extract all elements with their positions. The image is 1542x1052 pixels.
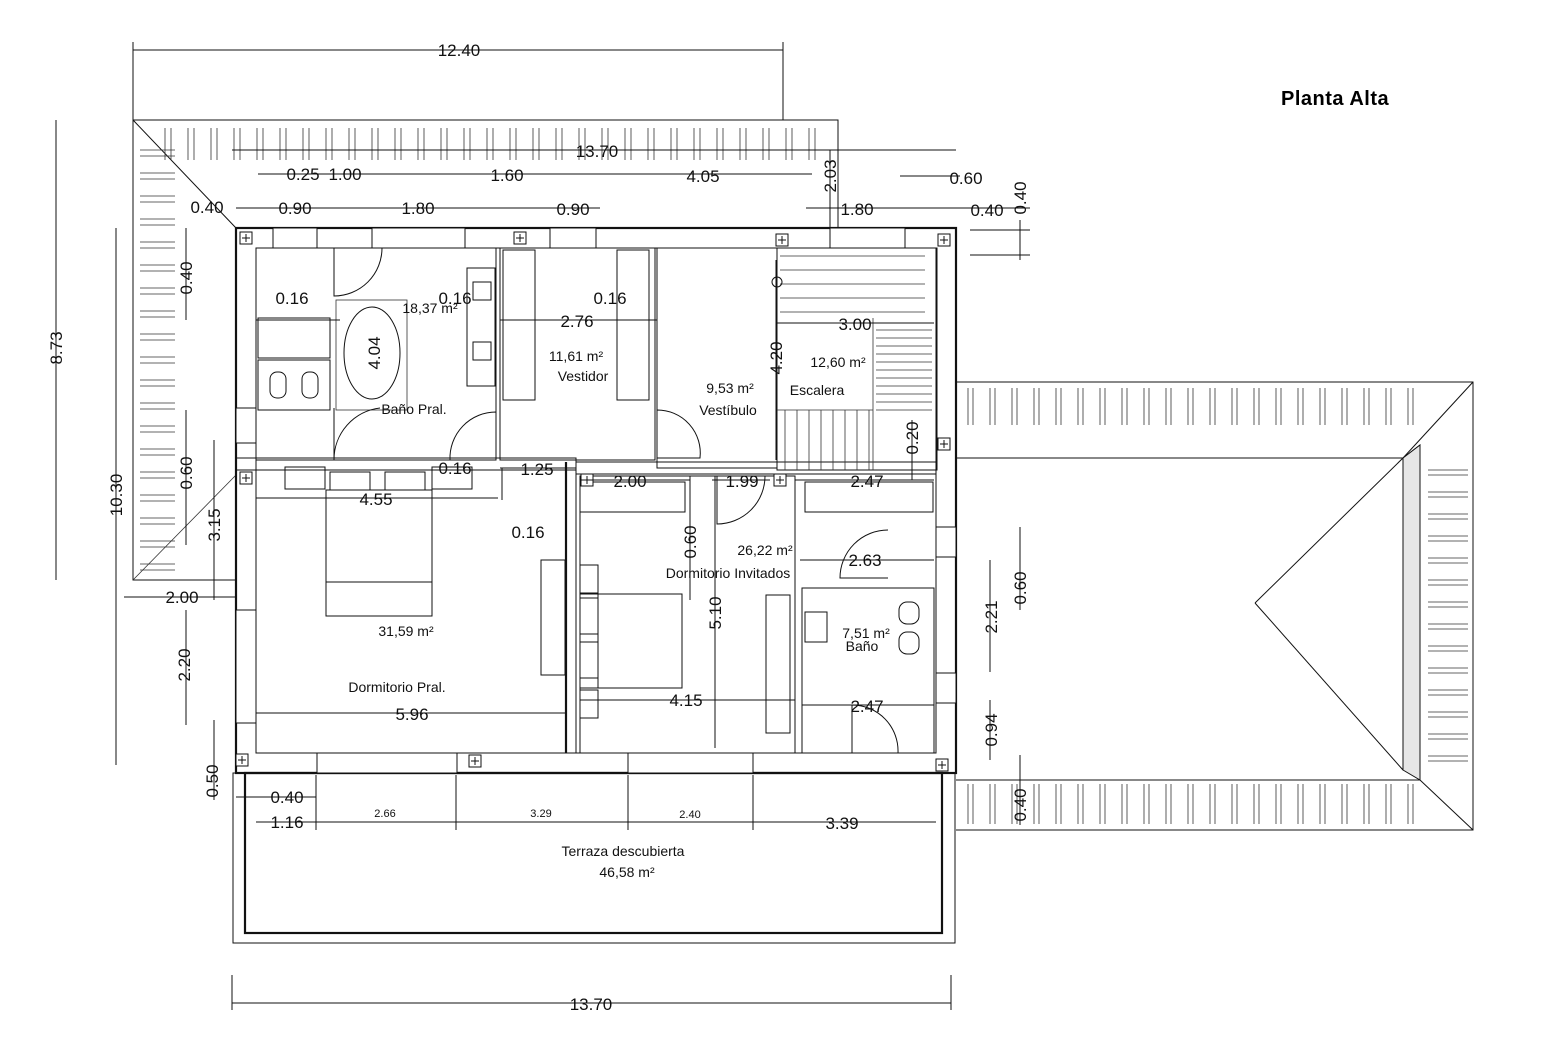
dim-3-15: 3.15 — [205, 508, 224, 541]
dim-0-40-left: 0.40 — [177, 261, 196, 294]
dim-2-00-a: 2.00 — [613, 472, 646, 491]
dim-3-39: 3.39 — [825, 814, 858, 833]
dim-1-60: 1.60 — [490, 166, 523, 185]
dim-4-05: 4.05 — [686, 167, 719, 186]
dim-3-00: 3.00 — [838, 315, 871, 334]
dimension-lines — [55, 42, 1030, 1010]
room-area-bano: 7,51 m² — [842, 625, 890, 641]
room-name-escalera: Escalera — [790, 382, 845, 398]
dim-2-63: 2.63 — [848, 551, 881, 570]
dim-left-10-30: 10.30 — [107, 474, 126, 517]
dim-1-80-a: 1.80 — [401, 199, 434, 218]
dim-5-96: 5.96 — [395, 705, 428, 724]
room-area-vestibulo: 9,53 m² — [706, 380, 754, 396]
plan-title: Planta Alta — [1281, 88, 1390, 110]
room-name-invitados: Dormitorio Invitados — [666, 565, 791, 581]
dim-0-90-b: 0.90 — [556, 200, 589, 219]
dim-0-40-e: 0.40 — [1011, 788, 1030, 821]
dim-0-20: 0.20 — [903, 421, 922, 454]
dim-4-15: 4.15 — [669, 691, 702, 710]
room-name-dorm-pral: Dormitorio Pral. — [348, 679, 445, 695]
dim-5-10: 5.10 — [706, 596, 725, 629]
dim-0-60-top: 0.60 — [949, 169, 982, 188]
room-labels: 18,37 m² Baño Pral. 11,61 m² Vestidor 9,… — [348, 300, 890, 880]
dim-2-40: 2.40 — [679, 809, 700, 821]
doors — [333, 247, 899, 754]
dim-0-60-left: 0.60 — [177, 456, 196, 489]
dim-0-40-c: 0.40 — [1011, 181, 1030, 214]
dim-top-inner: 13.70 — [576, 142, 619, 161]
room-area-vestidor: 11,61 m² — [549, 348, 604, 364]
dim-1-80-b: 1.80 — [840, 200, 873, 219]
room-name-terraza: Terraza descubierta — [562, 843, 685, 859]
interior-walls — [235, 227, 957, 774]
dim-0-25: 0.25 — [286, 165, 319, 184]
dim-2-47-a: 2.47 — [850, 472, 883, 491]
fixtures — [257, 255, 932, 719]
dim-0-16-c: 0.16 — [593, 289, 626, 308]
dim-1-99: 1.99 — [725, 472, 758, 491]
room-area-escalera: 12,60 m² — [810, 354, 866, 370]
dim-0-50: 0.50 — [203, 764, 222, 797]
room-area-terraza: 46,58 m² — [599, 864, 655, 880]
dim-0-40-a: 0.40 — [190, 198, 223, 217]
dim-0-40-d: 0.40 — [270, 788, 303, 807]
dim-2-21: 2.21 — [982, 600, 1001, 633]
dim-0-60-mid: 0.60 — [681, 525, 700, 558]
dim-0-40-b: 0.40 — [970, 201, 1003, 220]
dim-2-66: 2.66 — [374, 808, 395, 820]
dim-2-47-b: 2.47 — [850, 697, 883, 716]
terrace — [232, 771, 956, 944]
dim-0-16-a: 0.16 — [275, 289, 308, 308]
dim-1-16: 1.16 — [270, 813, 303, 832]
dim-0-16-e: 0.16 — [511, 523, 544, 542]
room-area-invitados: 26,22 m² — [737, 542, 793, 558]
dim-bottom-overall: 13.70 — [570, 995, 613, 1014]
dim-0-60-right: 0.60 — [1011, 571, 1030, 604]
dim-2-00-b: 2.00 — [165, 588, 198, 607]
dim-top-overall: 12.40 — [438, 41, 481, 60]
dim-left-8-73: 8.73 — [47, 331, 66, 364]
dim-4-20: 4.20 — [767, 341, 786, 374]
dim-4-04: 4.04 — [365, 336, 384, 369]
dim-4-55: 4.55 — [359, 490, 392, 509]
dim-1-00: 1.00 — [328, 165, 361, 184]
dim-0-16-d: 0.16 — [438, 459, 471, 478]
dim-0-94: 0.94 — [982, 713, 1001, 746]
dim-0-16-b: 0.16 — [438, 289, 471, 308]
room-name-bano: Baño — [846, 638, 879, 654]
room-area-dorm-pral: 31,59 m² — [378, 623, 434, 639]
room-name-vestidor: Vestidor — [558, 368, 609, 384]
room-area-bano-pral: 18,37 m² — [402, 300, 458, 316]
room-name-vestibulo: Vestíbulo — [699, 402, 757, 418]
dim-2-20: 2.20 — [175, 648, 194, 681]
dim-3-29: 3.29 — [530, 808, 551, 820]
dimension-labels: 12.40 13.70 13.70 8.73 10.30 0.25 1.00 1… — [47, 41, 1030, 1014]
dim-0-90-a: 0.90 — [278, 199, 311, 218]
dim-2-76: 2.76 — [560, 312, 593, 331]
dim-1-25: 1.25 — [520, 460, 553, 479]
dim-2-03: 2.03 — [821, 159, 840, 192]
roof-right — [956, 381, 1474, 831]
room-name-bano-pral: Baño Pral. — [381, 401, 446, 417]
